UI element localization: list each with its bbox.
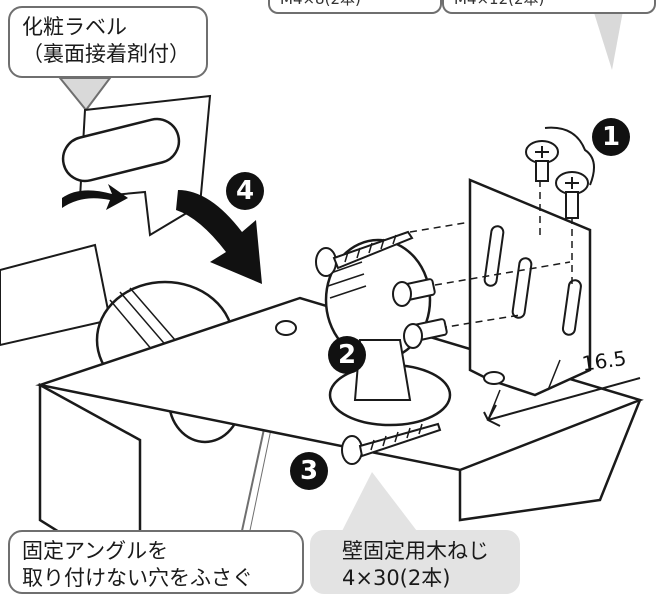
guide-lines bbox=[409, 180, 573, 329]
decor-label-line2: （裏面接着剤付） bbox=[22, 42, 190, 66]
decor-label-callout: 化粧ラベル （裏面接着剤付） bbox=[8, 6, 208, 78]
screw-brace bbox=[544, 126, 595, 186]
plug-hole-line2: 取り付けない穴をふさぐ bbox=[22, 566, 253, 590]
top-tab-left: M4×8(2本) bbox=[268, 0, 442, 14]
wood-screw-lower-icon bbox=[341, 422, 442, 465]
top-tab-right: M4×12(2本) bbox=[442, 0, 656, 14]
wood-screw-line1: 壁固定用木ねじ bbox=[342, 539, 489, 563]
big-down-arrow-icon bbox=[176, 190, 262, 284]
plug-hole-line1: 固定アングルを bbox=[22, 539, 169, 563]
spout-neck bbox=[353, 339, 412, 401]
bracket-slot-3 bbox=[561, 279, 582, 336]
wood-screw-callout: 壁固定用木ねじ 4×30(2本) bbox=[310, 530, 520, 594]
machine-screw-icon bbox=[525, 140, 559, 182]
counter-right bbox=[458, 399, 642, 522]
bracket-slot-1 bbox=[483, 225, 505, 287]
step-badge-2: 2 bbox=[328, 336, 366, 374]
peel-arrow-icon bbox=[62, 184, 128, 210]
spout-bolt-icon bbox=[392, 278, 448, 349]
decor-label-pointer bbox=[57, 77, 112, 112]
step-badge-1: 1 bbox=[592, 118, 630, 156]
unused-hole bbox=[275, 320, 297, 336]
bracket-hole bbox=[483, 371, 505, 385]
step-badge-3: 3 bbox=[290, 452, 328, 490]
plug-hole-callout: 固定アングルを 取り付けない穴をふさぐ bbox=[8, 530, 304, 594]
wood-screw-pointer bbox=[340, 472, 420, 535]
step-badge-4: 4 bbox=[226, 172, 264, 210]
machine-screw-icon bbox=[555, 171, 589, 219]
dimension-extension bbox=[487, 359, 561, 421]
faucet-pipe bbox=[0, 243, 112, 347]
decor-label-line1: 化粧ラベル bbox=[22, 15, 127, 39]
decor-label-slot bbox=[61, 117, 181, 183]
top-right-pointer bbox=[590, 0, 625, 70]
wood-screw-upper-icon bbox=[315, 230, 414, 277]
bracket-slot-2 bbox=[511, 257, 533, 319]
wood-screw-line2: 4×30(2本) bbox=[342, 566, 451, 590]
counter-front bbox=[38, 382, 142, 547]
